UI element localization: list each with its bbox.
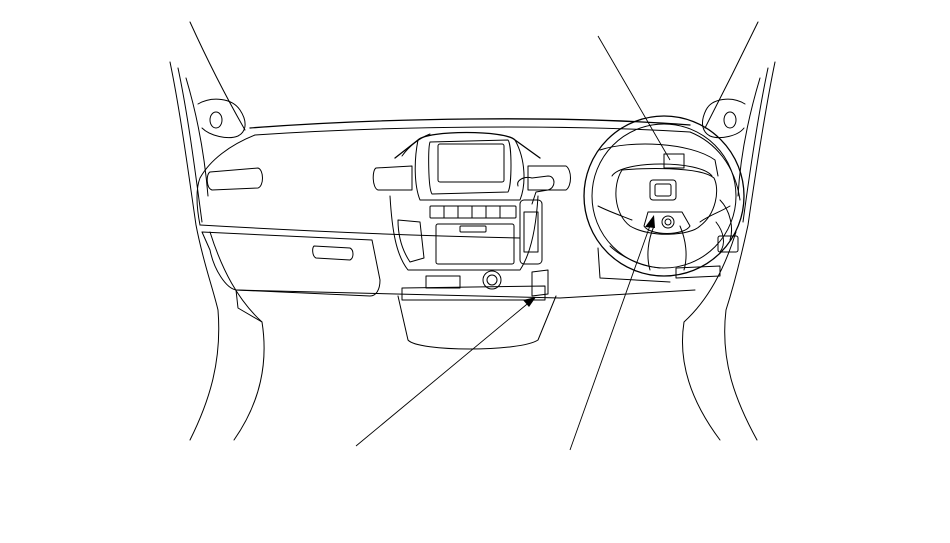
- steering-hub: [615, 167, 718, 235]
- lower-dash-panel: [235, 289, 696, 323]
- steering-column-callout: [597, 35, 671, 161]
- dashboard-top: [196, 118, 741, 239]
- center-stack: [372, 131, 571, 201]
- right-a-pillar: [682, 21, 776, 441]
- airbag-emblem: [649, 179, 677, 201]
- callout-arrowhead: [645, 215, 655, 228]
- ignition-switch: [661, 215, 675, 229]
- lower-dash-module-callout: [355, 297, 536, 447]
- climate-control-panel: [389, 195, 539, 271]
- shift-lever: [517, 175, 555, 265]
- lower-console: [397, 269, 557, 350]
- steering-wheel: [583, 115, 745, 277]
- left-a-pillar: [169, 21, 265, 441]
- navigation-screen: [428, 139, 512, 195]
- ignition-switch-callout: [569, 215, 655, 451]
- callout-arrowhead: [523, 297, 536, 307]
- glove-box: [201, 231, 381, 297]
- navigation-display: [437, 143, 505, 183]
- lower-dash-module: [531, 269, 549, 297]
- left-air-vent: [206, 167, 263, 191]
- power-outlet: [482, 270, 502, 290]
